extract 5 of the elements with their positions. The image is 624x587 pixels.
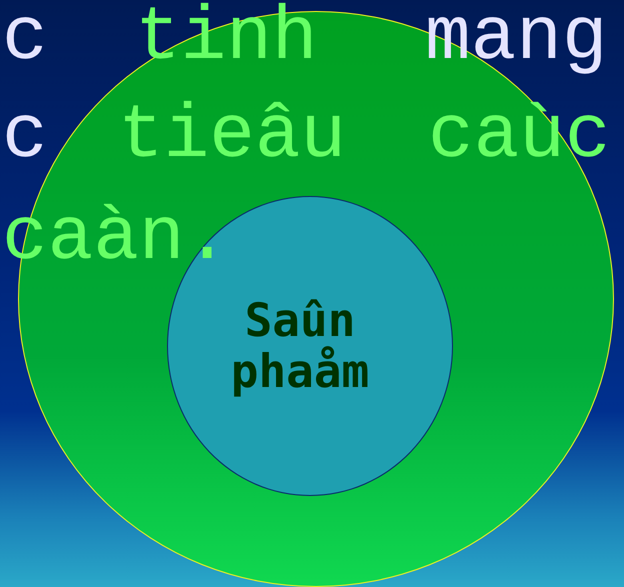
background-text: tieâu bbox=[118, 98, 346, 174]
circle-label: Saûn phaåm bbox=[230, 295, 370, 397]
background-text: c bbox=[2, 98, 48, 174]
background-text: mang bbox=[425, 0, 608, 76]
background-text: c bbox=[2, 0, 48, 76]
